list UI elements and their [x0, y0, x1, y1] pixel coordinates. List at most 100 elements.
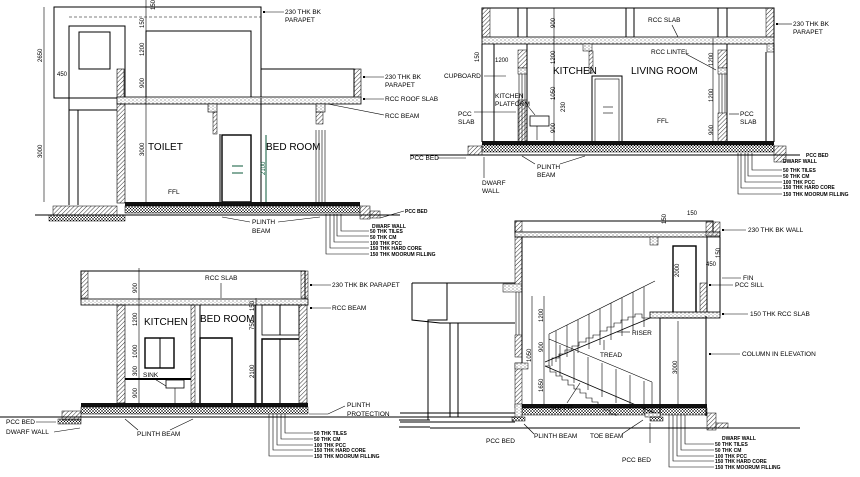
label: FIN: [743, 275, 754, 282]
section-b-labels: KITCHEN LIVING ROOM FFL RCC SLAB 230 THK…: [410, 17, 849, 198]
label: PCC SILL: [735, 282, 764, 289]
label: PCC BED: [486, 438, 515, 445]
label: PLINTH: [537, 164, 560, 171]
sink: [165, 379, 185, 389]
label: 230 THK BK: [385, 74, 422, 81]
layer-label: 100 THK PCC: [783, 180, 815, 186]
section-a: [35, 0, 400, 222]
floor-layers: [124, 205, 361, 214]
label: DWARF: [482, 180, 506, 187]
label: PCC BED: [405, 209, 428, 215]
label: RCC SLAB: [648, 17, 681, 24]
label: 230 THK BK: [793, 21, 830, 28]
layer-label: 150 THK HARD CORE: [314, 448, 366, 454]
section-a-labels: TOILET BED ROOM FFL 230 THK BK PARAPET 2…: [38, 0, 438, 258]
label: RCC SLAB: [205, 275, 238, 282]
dimension: 1200: [140, 42, 146, 56]
rcc-roof-slab: [116, 96, 362, 105]
label: 230 THK BK WALL: [748, 227, 804, 234]
label: COLUMN IN ELEVATION: [742, 351, 816, 358]
staircase: [544, 280, 660, 416]
dimension: 900: [709, 124, 715, 135]
room-label-kitchen: KITCHEN: [553, 66, 597, 77]
dimension: 900: [133, 282, 139, 293]
dimension: 1200: [551, 50, 557, 64]
door: [221, 134, 252, 203]
dimension: 150: [662, 213, 668, 224]
label: CUPBOARD: [444, 73, 481, 80]
label: PLINTH BEAM: [137, 431, 180, 438]
parapet-block: [53, 6, 262, 99]
dimension: 900: [140, 77, 146, 88]
section-b: [410, 7, 800, 163]
layer-label: 50 THK TILES: [370, 229, 403, 235]
dimension: 1200: [709, 88, 715, 102]
dimension: 150: [716, 247, 722, 258]
dimension: 300: [133, 365, 139, 376]
label: PARAPET: [385, 82, 415, 89]
dimension: 1650: [539, 378, 545, 392]
label: PCC BED: [410, 155, 439, 162]
label: BEAM: [252, 228, 270, 235]
layer-label: 150 THK MOORUM FILLING: [715, 465, 781, 471]
label: PCC: [458, 111, 472, 118]
layer-label: 50 THK TILES: [715, 442, 748, 448]
layer-label: 100 THK PCC: [370, 241, 402, 247]
label: SOFFIT: [550, 405, 573, 412]
dimension: 1200: [133, 312, 139, 326]
rcc-slab: [481, 36, 775, 45]
section-d-labels: 230 THK BK WALL FIN PCC SILL 150 THK RCC…: [486, 211, 816, 471]
label: BEAM: [537, 172, 555, 179]
dimension: 150: [151, 0, 157, 10]
label: DWARF WALL: [722, 436, 756, 442]
label: PCC: [740, 111, 754, 118]
dimension: 1050: [551, 86, 557, 100]
ffl-label: FFL: [168, 189, 180, 196]
rcc-slab: [649, 311, 721, 319]
dimension: 1200: [709, 52, 715, 66]
dimension: 150: [475, 51, 481, 62]
dimension: 750: [250, 319, 256, 330]
label: DWARF WALL: [783, 159, 817, 165]
room-label-living-room: LIVING ROOM: [631, 66, 698, 77]
room-label-bed-room: BED ROOM: [200, 314, 254, 325]
layer-label: 100 THK PCC: [314, 443, 346, 449]
label: 150 THK RCC SLAB: [750, 311, 810, 318]
dimension: 1050: [527, 348, 533, 362]
dimension: 1000: [133, 344, 139, 358]
label: SLAB: [458, 119, 475, 126]
dimension: 150: [687, 211, 698, 217]
dimension: 450: [706, 262, 717, 268]
dimension: 2650: [38, 48, 44, 62]
dimension: 900: [551, 17, 557, 28]
room-label-toilet: TOILET: [148, 142, 183, 153]
label: PCC BED: [806, 153, 829, 159]
ffl-label: FFL: [657, 118, 669, 125]
dimension: 2000: [675, 263, 681, 277]
label: SLAB: [740, 119, 757, 126]
layer-label: 50 THK CM: [370, 235, 396, 241]
label: TREAD: [600, 352, 622, 359]
label: PLINTH: [347, 402, 370, 409]
label: PCC BED: [6, 419, 35, 426]
dimension: 230: [561, 101, 567, 112]
label: WALL: [482, 188, 500, 195]
dimension: 1200: [495, 58, 509, 64]
layer-label: 150 THK MOORUM FILLING: [314, 454, 380, 460]
label: RCC ROOF SLAB: [385, 96, 438, 103]
label: 230 THK BK: [285, 9, 322, 16]
layer-label: 150 THK HARD CORE: [715, 459, 767, 465]
label: PARAPET: [793, 29, 823, 36]
dimension: 450: [57, 72, 68, 78]
layer-label: 50 THK TILES: [783, 168, 816, 174]
label: RISER: [632, 330, 652, 337]
layer-label: 150 THK MOORUM FILLING: [783, 192, 849, 198]
label: RCC LINTEL: [651, 49, 689, 56]
dimension: 3000: [140, 142, 146, 156]
label: TOE BEAM: [590, 433, 623, 440]
section-c: [0, 268, 448, 428]
label: KITCHEN: [495, 93, 524, 100]
label: DWARF WALL: [372, 224, 406, 230]
room-label-kitchen: KITCHEN: [144, 317, 188, 328]
